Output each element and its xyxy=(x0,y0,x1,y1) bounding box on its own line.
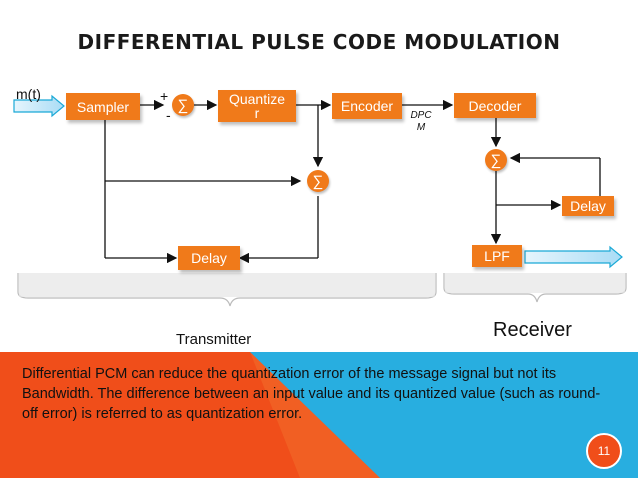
receiver-label: Receiver xyxy=(493,319,572,341)
summer-input: ∑ xyxy=(172,94,194,116)
transmitter-label: Transmitter xyxy=(176,331,252,348)
channel-label: DPC M xyxy=(408,110,434,134)
transmitter-brace xyxy=(17,273,437,307)
channel-label-2: M xyxy=(416,122,426,133)
input-label: m(t) xyxy=(16,86,41,102)
lpf-block: LPF xyxy=(472,245,522,267)
output-arrow xyxy=(524,245,623,269)
input-arrow xyxy=(13,94,65,118)
channel-label-1: DPC xyxy=(410,110,432,121)
decoder-block: Decoder xyxy=(454,93,536,118)
plus-sign: + xyxy=(160,88,169,104)
encoder-block: Encoder xyxy=(332,93,402,119)
page-number: 11 xyxy=(586,433,622,469)
receiver-brace xyxy=(443,273,627,303)
description-text: Differential PCM can reduce the quantiza… xyxy=(22,366,601,422)
slide-title: DIFFERENTIAL PULSE CODE MODULATION xyxy=(77,30,561,54)
quantizer-label-2: r xyxy=(254,105,260,121)
summer-feedback: ∑ xyxy=(307,170,329,192)
bottom-decoration xyxy=(0,352,638,478)
diagram-wires xyxy=(13,94,627,307)
sampler-block: Sampler xyxy=(66,93,140,120)
minus-sign: - xyxy=(166,107,171,123)
bottom-band xyxy=(0,352,638,478)
summer-receiver: ∑ xyxy=(485,149,507,171)
delay-block-transmitter: Delay xyxy=(178,246,240,270)
quantizer-label-1: Quantize xyxy=(228,91,286,107)
quantizer-block: Quantize r xyxy=(218,90,296,122)
delay-block-receiver: Delay xyxy=(562,196,614,216)
